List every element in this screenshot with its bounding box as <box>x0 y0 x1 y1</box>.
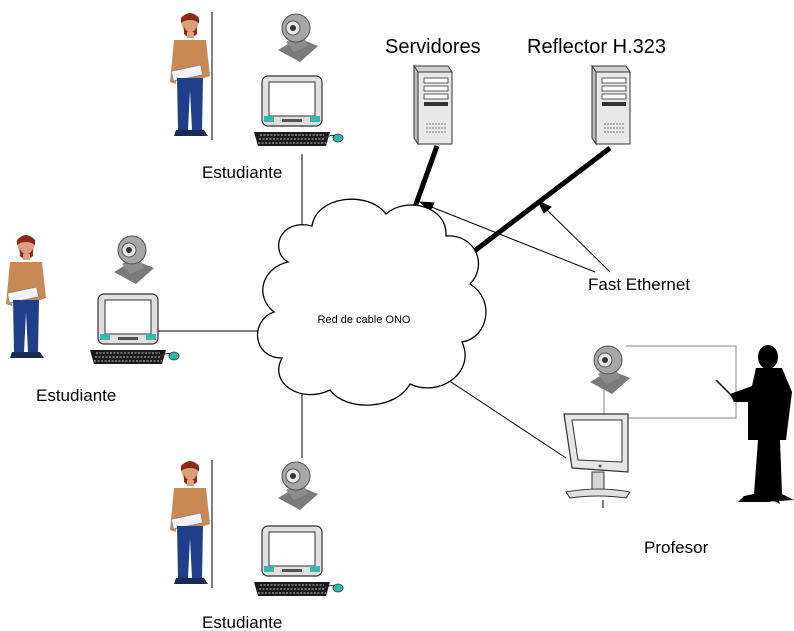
cable-network-cloud: Red de cable ONO <box>257 198 487 406</box>
student-left: Estudiante <box>5 234 180 405</box>
student-left-label: Estudiante <box>36 386 116 405</box>
servers: Servidores <box>385 36 481 145</box>
fast-ethernet-arrows <box>418 199 611 273</box>
arrowhead-servers <box>418 201 435 212</box>
student-top-person <box>169 12 211 137</box>
student-bottom-webcam-icon <box>277 461 319 511</box>
teacher-silhouette-icon <box>715 345 794 504</box>
arrowhead-reflector <box>536 199 552 214</box>
student-left-webcam-icon <box>113 235 155 285</box>
link-teacher <box>447 379 567 459</box>
whiteboard-outline <box>626 345 737 419</box>
student-top-computer-icon <box>253 75 344 147</box>
cloud-label: Red de cable ONO <box>318 314 411 326</box>
student-top-webcam-icon <box>277 13 319 63</box>
student-bottom-computer-icon <box>253 525 344 597</box>
student-top-label: Estudiante <box>202 163 282 182</box>
reflector-label: Reflector H.323 <box>527 36 666 58</box>
teacher-monitor-icon <box>563 413 631 508</box>
link-reflector-thick <box>450 146 612 270</box>
teacher-webcam-icon <box>589 345 631 395</box>
reflector: Reflector H.323 <box>527 36 666 145</box>
reflector-server-icon <box>591 65 631 145</box>
server-tower-icon <box>413 65 453 145</box>
student-bottom: Estudiante <box>169 460 344 631</box>
teacher: Profesor <box>563 345 794 557</box>
student-left-computer-icon <box>89 293 180 365</box>
student-left-person <box>5 234 47 359</box>
fast-ethernet-label: Fast Ethernet <box>588 275 690 294</box>
student-top: Estudiante <box>169 12 344 182</box>
student-bottom-label: Estudiante <box>202 613 282 631</box>
servers-label: Servidores <box>385 36 481 58</box>
teacher-label: Profesor <box>644 538 709 557</box>
student-bottom-person <box>169 460 211 585</box>
